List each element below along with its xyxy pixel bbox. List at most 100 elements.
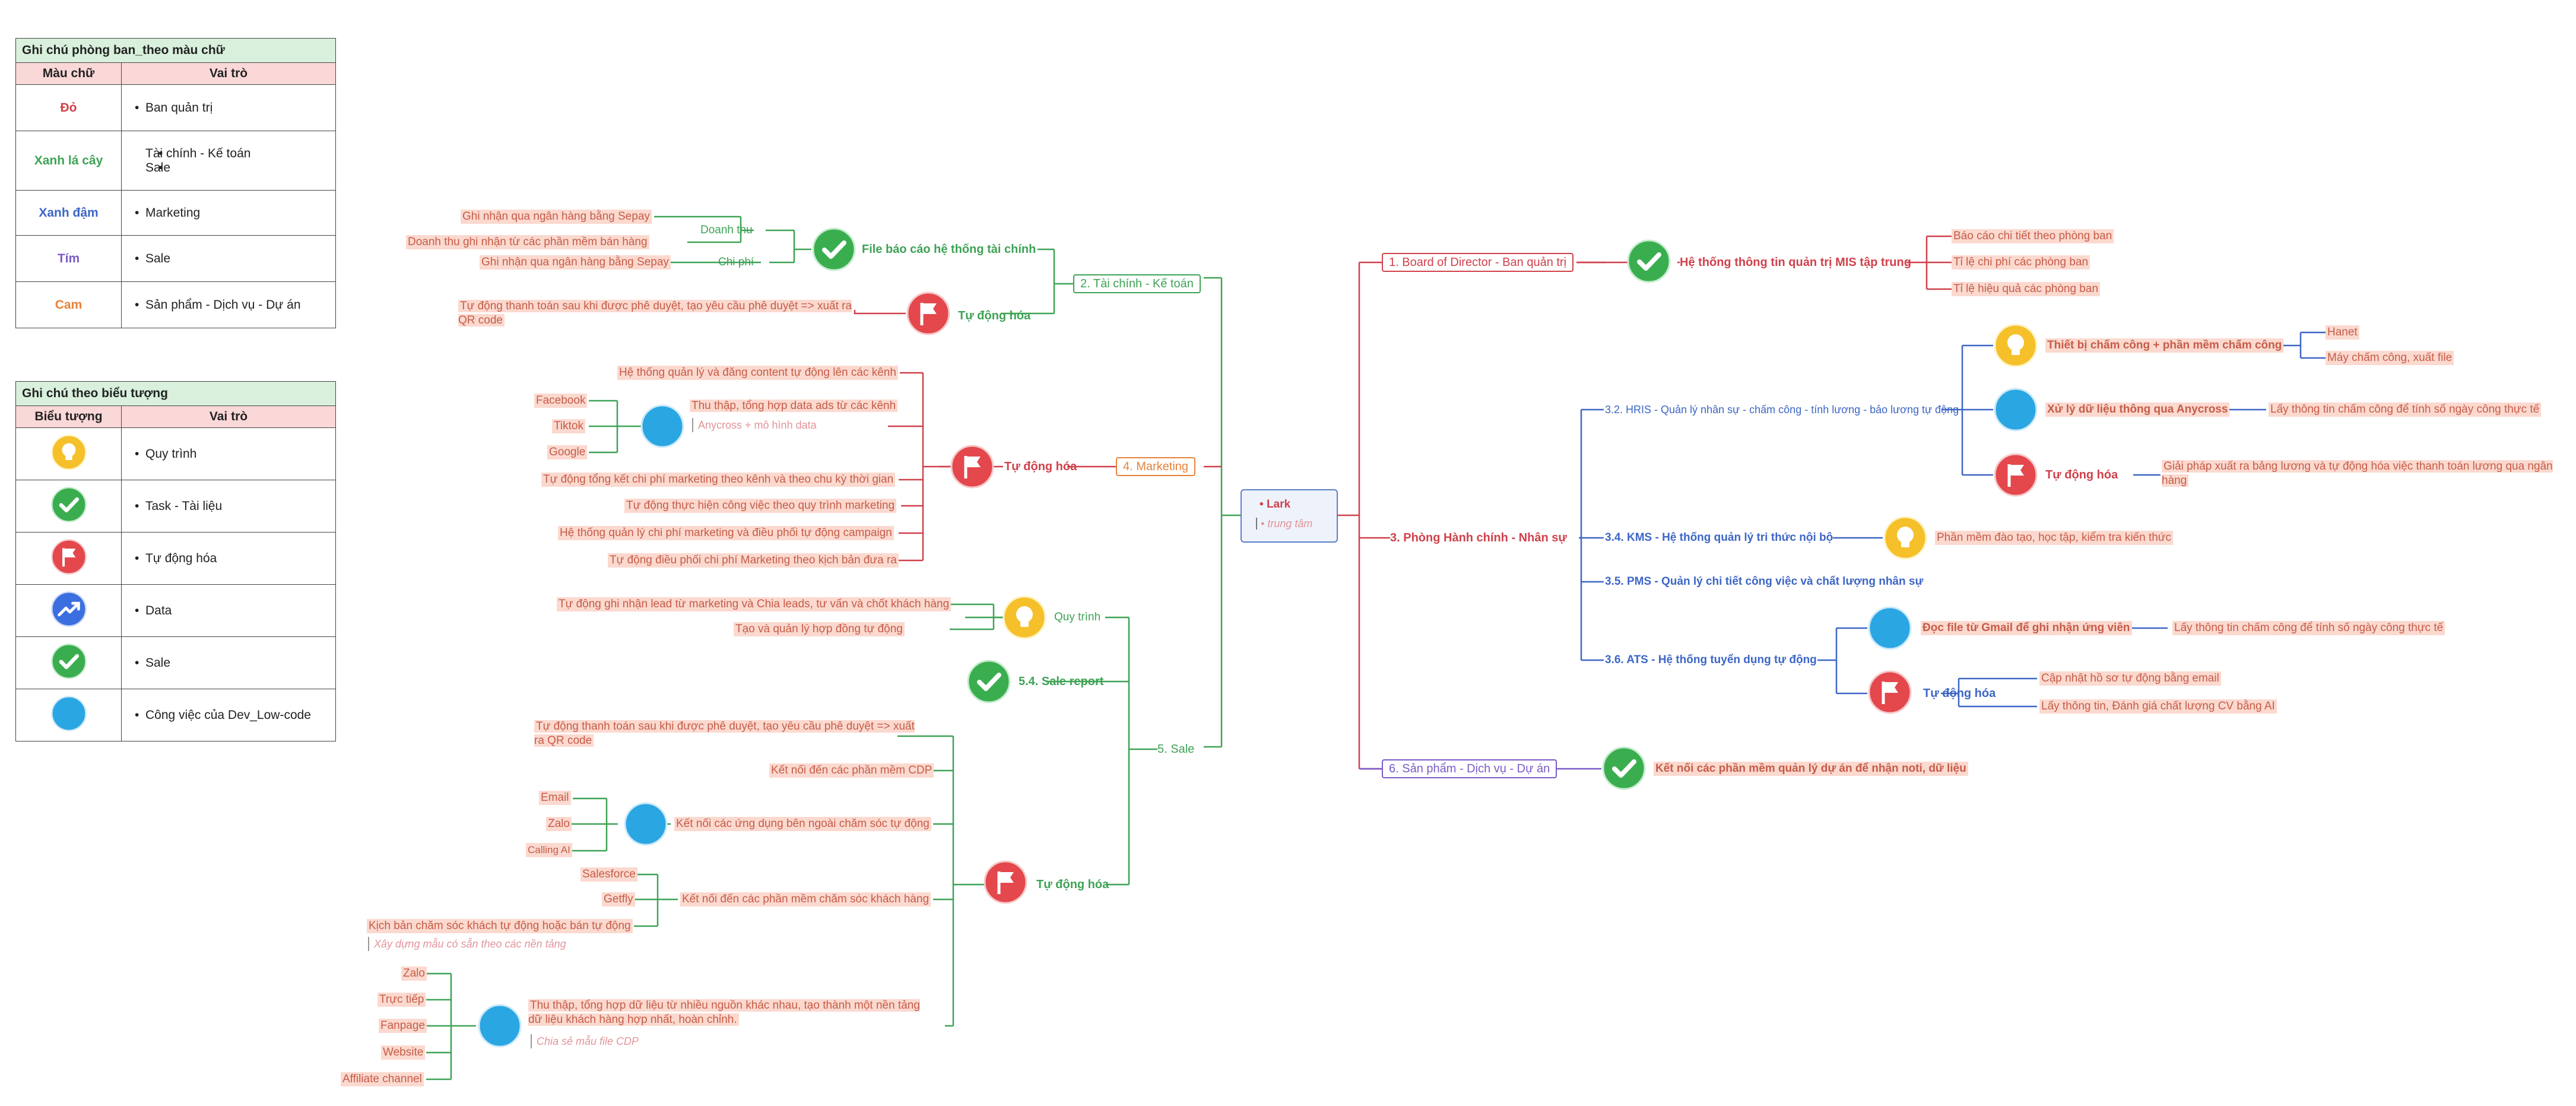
sale-care-sw-item[interactable]: Salesforce	[580, 867, 637, 882]
legend-icon-role: Tự động hóa	[121, 532, 336, 585]
board-item[interactable]: Tỉ lệ hiệu quả các phòng ban	[1952, 282, 2101, 296]
sale-care-sw[interactable]: Kết nối đến các phần mềm chăm sóc khách …	[680, 892, 931, 907]
hr-hris-auto-item-text: Giải pháp xuất ra bảng lương và tự động …	[2162, 460, 2553, 487]
sale-collect[interactable]: Thu thập, tổng hợp dữ liệu từ nhiều nguồ…	[528, 999, 926, 1027]
hr-ats-gmail[interactable]: Đọc file từ Gmail để ghi nhận ứng viên	[1921, 621, 2132, 635]
marketing-auto[interactable]: Tự động hóa	[1004, 459, 1077, 474]
sale-source[interactable]: Zalo	[401, 966, 427, 981]
finance-report[interactable]: File báo cáo hệ thống tài chính	[862, 243, 1036, 256]
marketing-item[interactable]: Hệ thống quản lý chi phí marketing và đi…	[558, 526, 894, 540]
lightbulb-icon	[50, 434, 87, 471]
sale-script[interactable]: Kịch bản chăm sóc khách tự động hoặc bán…	[367, 919, 633, 933]
hr-pms[interactable]: 3.5. PMS - Quản lý chi tiết công việc và…	[1605, 575, 1924, 588]
sale-auto[interactable]: Tự động hóa	[1036, 878, 1109, 891]
hr-hris-data-item[interactable]: Lấy thông tin chấm công để tính số ngày …	[2269, 403, 2542, 417]
board-mis[interactable]: Hệ thống thông tin quản trị MIS tập trun…	[1680, 256, 1911, 269]
finance-auto-item[interactable]: Tự động thanh toán sau khi được phê duyệ…	[458, 299, 855, 328]
blue-dot-icon	[1993, 387, 2038, 432]
marketing-ads[interactable]: Thu thập, tổng hợp data ads từ các kênh	[690, 399, 898, 413]
legend-icon-cell	[15, 689, 122, 741]
hr-ats-auto-item[interactable]: Lấy thông tin, Đánh giá chất lượng CV bằ…	[2039, 699, 2277, 714]
sale-cdp[interactable]: Kết nối đến các phần mềm CDP	[769, 763, 934, 778]
hr-ats-gmail-item[interactable]: Lấy thông tin chấm công để tính số ngày …	[2172, 621, 2445, 635]
marketing-item[interactable]: Tự động thực hiện công việc theo quy trì…	[624, 499, 897, 513]
sale-care-ext-item[interactable]: Zalo	[546, 817, 572, 831]
hr-kms[interactable]: 3.4. KMS - Hệ thống quản lý tri thức nội…	[1605, 531, 1833, 544]
marketing-item[interactable]: Hệ thống quản lý và đăng content tự động…	[617, 366, 898, 380]
branch-sale[interactable]: 5. Sale	[1157, 743, 1195, 756]
finance-revenue-item[interactable]: Doanh thu ghi nhận từ các phần mềm bán h…	[406, 235, 649, 249]
flag-icon	[983, 860, 1028, 905]
product-connect[interactable]: Kết nối các phần mềm quản lý dự án để nh…	[1654, 762, 1968, 776]
sale-care-sw-item[interactable]: Getfly	[602, 892, 635, 907]
hr-hris-auto[interactable]: Tự động hóa	[2045, 468, 2118, 481]
sale-pay[interactable]: Tự động thanh toán sau khi được phê duyệ…	[534, 720, 926, 748]
branch-board[interactable]: 1. Board of Director - Ban quản trị	[1382, 253, 1574, 272]
blue-dot-icon	[623, 801, 668, 847]
finance-auto[interactable]: Tự động hóa	[958, 309, 1031, 322]
blue-dot-icon	[50, 695, 87, 732]
check-icon	[811, 227, 856, 272]
legend-icon-cell	[15, 584, 122, 637]
hr-ats[interactable]: 3.6. ATS - Hệ thống tuyển dụng tự động	[1605, 654, 1817, 666]
hr-hris[interactable]: 3.2. HRIS - Quản lý nhân sự - chấm công …	[1605, 404, 1959, 416]
sale-source[interactable]: Trực tiếp	[377, 993, 426, 1007]
legend-color-name: Cam	[15, 281, 122, 328]
legend-icon-col2: Vai trò	[121, 405, 336, 428]
branch-finance[interactable]: 2. Tài chính - Kế toán	[1073, 274, 1201, 293]
hr-hris-device-item[interactable]: Máy chấm công, xuất file	[2326, 351, 2454, 365]
sale-care-ext-item[interactable]: Calling AI	[526, 843, 572, 857]
sale-source[interactable]: Website	[381, 1045, 426, 1060]
finance-revenue[interactable]: Doanh thu	[700, 224, 753, 236]
finance-expense[interactable]: Chi phí	[718, 256, 754, 268]
hr-ats-auto[interactable]: Tự động hóa	[1923, 687, 1996, 700]
legend-color-title: Ghi chú phòng ban_theo màu chữ	[15, 38, 336, 63]
trend-up-icon	[50, 591, 87, 628]
finance-revenue-item[interactable]: Ghi nhận qua ngân hàng bằng Sepay	[461, 210, 652, 224]
board-item[interactable]: Báo cáo chi tiết theo phòng ban	[1952, 229, 2114, 243]
marketing-item[interactable]: Tự động tổng kết chi phí marketing theo …	[541, 473, 896, 487]
marketing-channel[interactable]: Tiktok	[552, 419, 585, 433]
finance-expense-item[interactable]: Ghi nhận qua ngân hàng bằng Sepay	[480, 255, 671, 270]
root-node[interactable]: • Lark • trung tâm	[1241, 489, 1338, 543]
check-icon	[50, 643, 87, 680]
legend-icon-table: Ghi chú theo biểu tượng Biểu tượng Vai t…	[15, 381, 336, 741]
check-icon	[966, 659, 1011, 704]
branch-marketing[interactable]: 4. Marketing	[1116, 457, 1196, 476]
branch-hr[interactable]: 3. Phòng Hành chính - Nhân sự	[1390, 531, 1567, 544]
sale-process[interactable]: Quy trình	[1054, 611, 1101, 623]
board-item[interactable]: Tỉ lệ chi phí các phòng ban	[1952, 255, 2090, 270]
sale-process-item[interactable]: Tự động ghi nhận lead từ marketing và Ch…	[557, 597, 951, 611]
marketing-channel[interactable]: Google	[547, 445, 588, 459]
sale-process-item[interactable]: Tạo và quản lý hợp đồng tự động	[734, 622, 905, 636]
blue-dot-icon	[477, 1003, 522, 1048]
sale-source[interactable]: Fanpage	[379, 1019, 427, 1033]
lightbulb-icon	[1883, 515, 1928, 560]
hr-hris-data[interactable]: Xử lý dữ liệu thông qua Anycross	[2045, 403, 2230, 417]
marketing-ads-sub: Anycross + mô hình data	[692, 418, 817, 432]
legend-icon-role: Sale	[121, 636, 336, 689]
flag-icon	[906, 291, 951, 336]
flag-icon	[1867, 670, 1912, 715]
legend-icon-col1: Biểu tượng	[15, 405, 122, 428]
check-icon	[50, 486, 87, 523]
hr-hris-device[interactable]: Thiết bị chấm công + phần mềm chấm công	[2045, 338, 2284, 353]
legend-color-name: Đỏ	[15, 84, 122, 131]
sale-report[interactable]: 5.4. Sale report	[1019, 675, 1104, 688]
hr-ats-auto-item[interactable]: Cập nhật hồ sơ tự động bằng email	[2039, 671, 2221, 686]
sale-care-ext-item[interactable]: Email	[539, 791, 571, 805]
flag-icon	[1993, 452, 2038, 497]
marketing-channel[interactable]: Facebook	[534, 394, 588, 408]
branch-product[interactable]: 6. Sản phẩm - Dịch vụ - Dự án	[1382, 759, 1557, 778]
legend-color-role: Tài chính - Kế toánSale	[121, 131, 336, 191]
legend-icon-role: Data	[121, 584, 336, 637]
sale-care-ext[interactable]: Kết nối các ứng dụng bên ngoài chăm sóc …	[674, 817, 931, 831]
hr-kms-item[interactable]: Phần mềm đào tạo, học tập, kiểm tra kiến…	[1935, 531, 2174, 545]
legend-icon-role: Công việc của Dev_Low-code	[121, 689, 336, 741]
sale-source[interactable]: Affiliate channel	[341, 1072, 424, 1086]
hr-hris-auto-item[interactable]: Giải pháp xuất ra bảng lương và tự động …	[2162, 459, 2553, 488]
legend-color-role: Sale	[121, 235, 336, 282]
hr-hris-device-item[interactable]: Hanet	[2326, 325, 2359, 340]
flag-icon	[950, 444, 995, 489]
marketing-item[interactable]: Tự động điều phối chi phí Marketing theo…	[608, 553, 899, 568]
